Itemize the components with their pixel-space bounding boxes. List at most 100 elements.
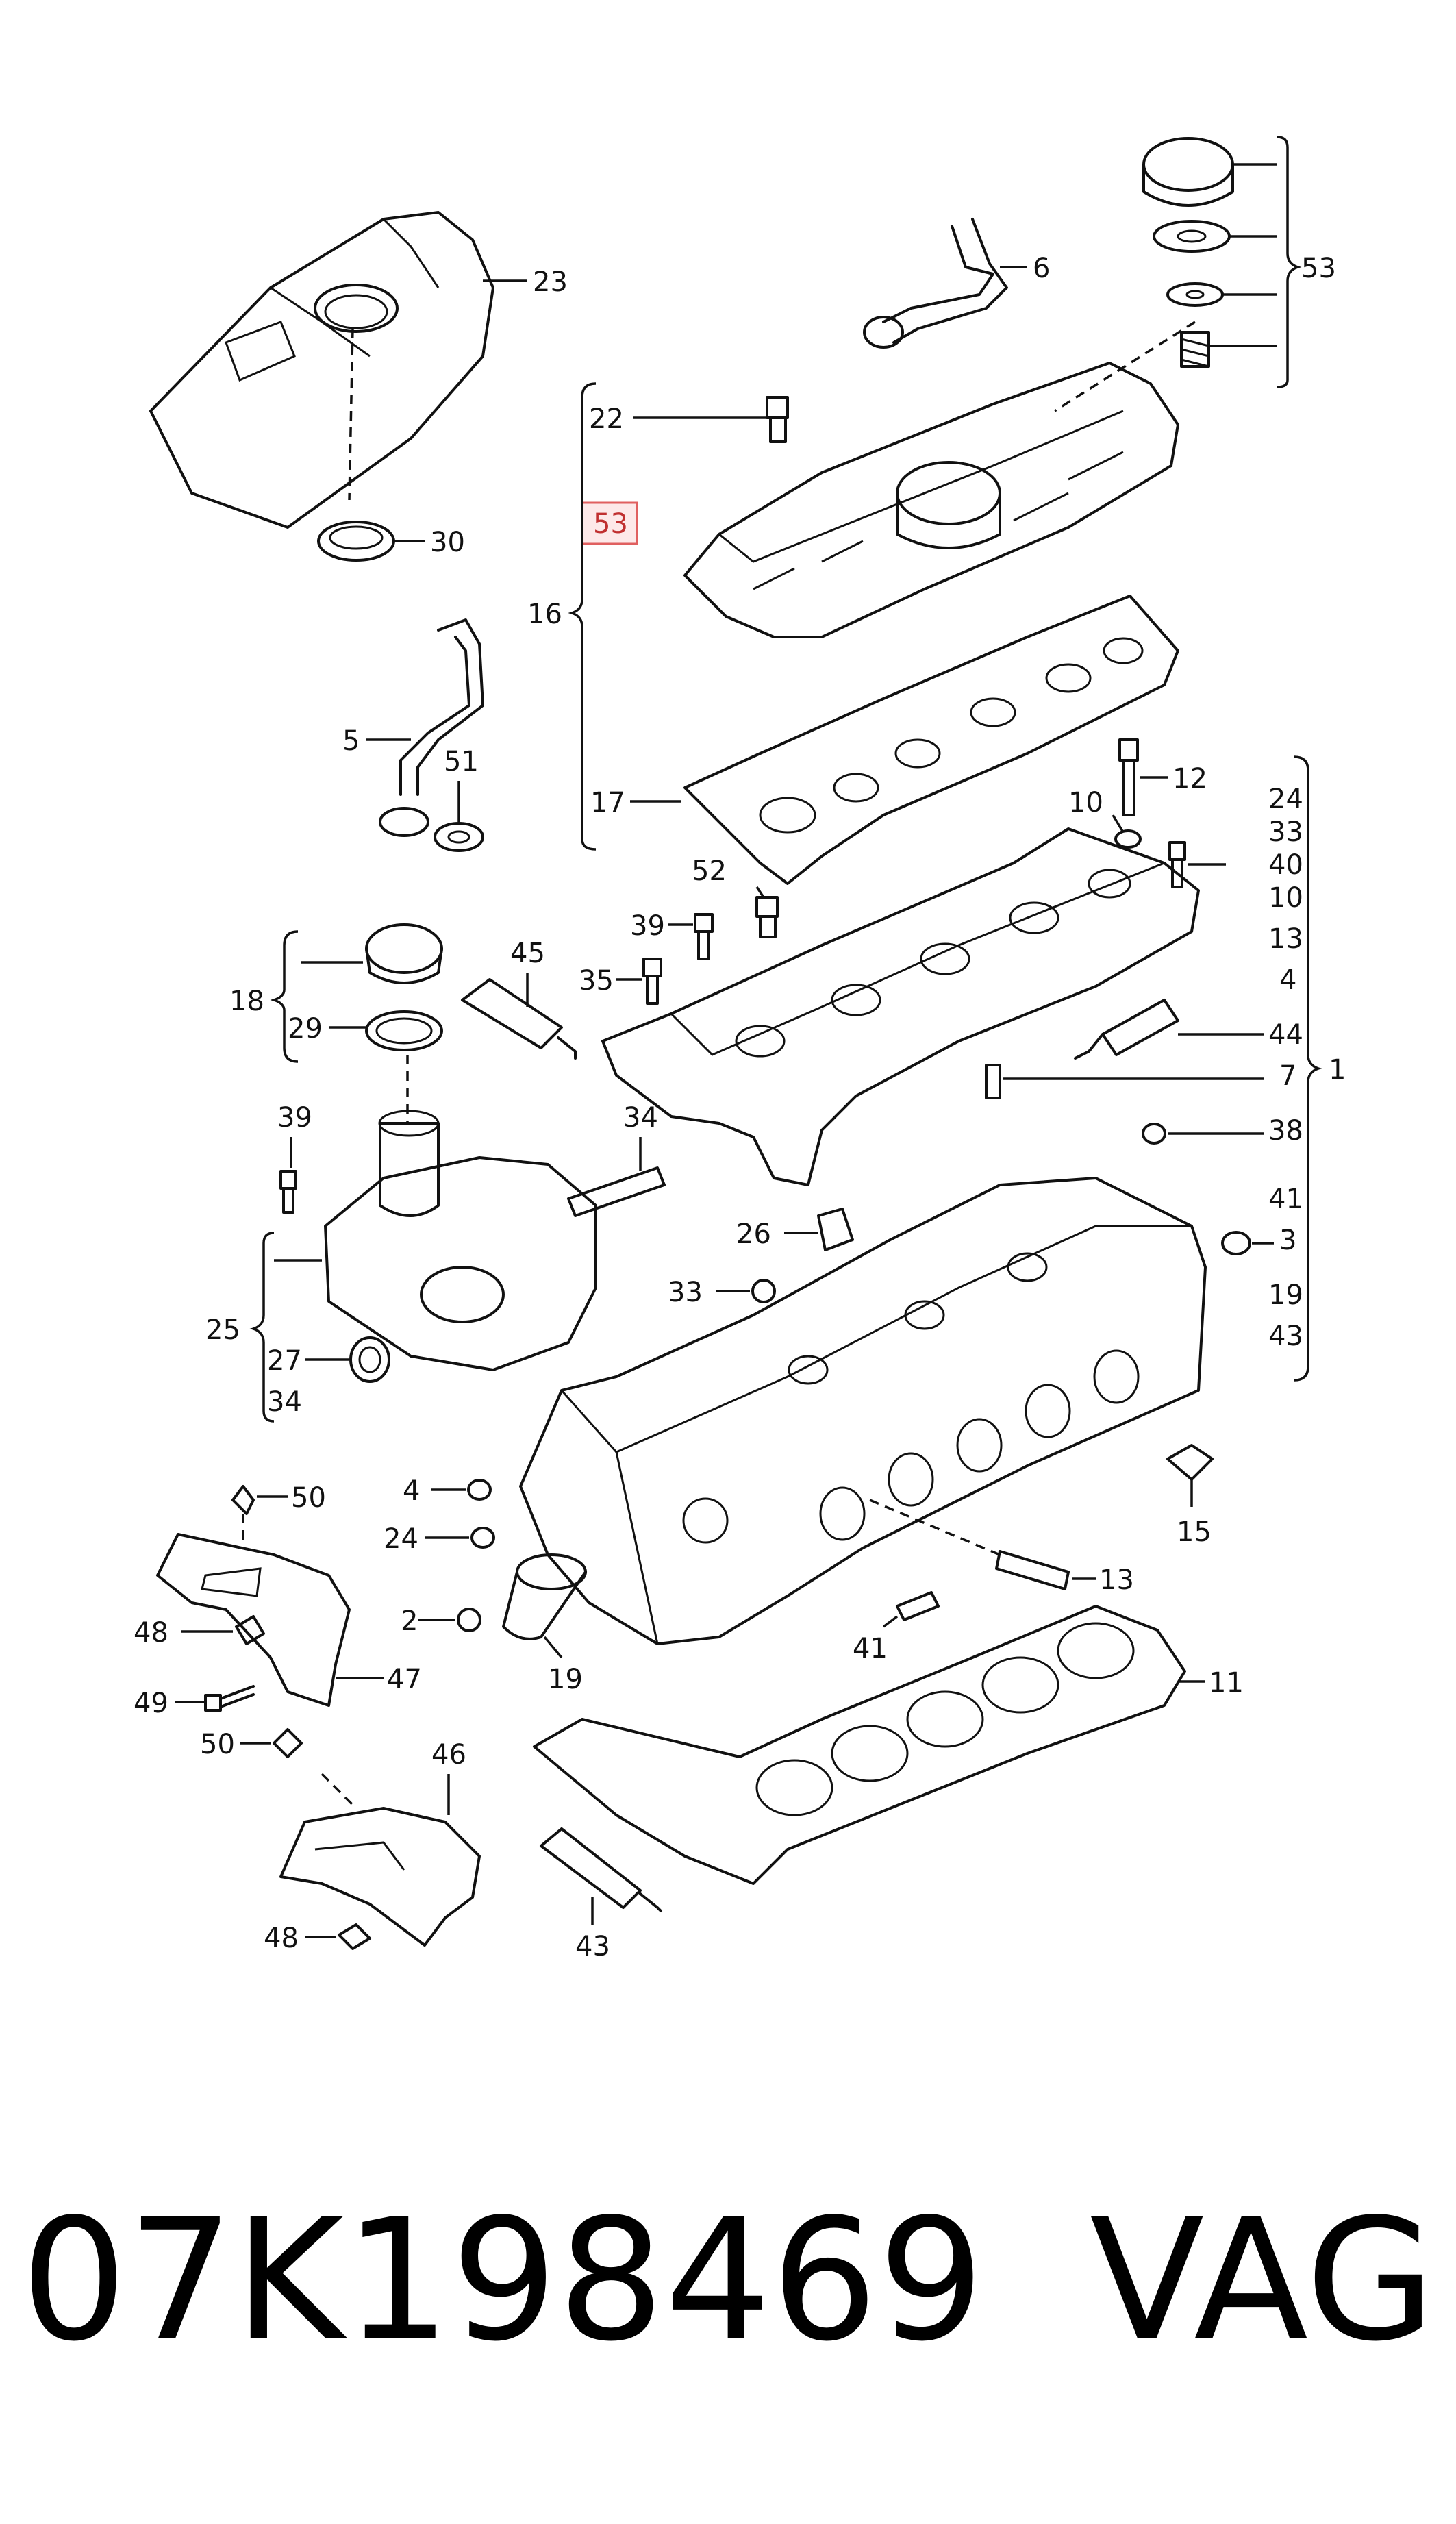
- bolt-part-35: [642, 958, 662, 1005]
- bolt-part-22: [766, 396, 789, 443]
- callout-47: 47: [387, 1664, 422, 1695]
- seal-part-4: [467, 1479, 492, 1501]
- callout-34-top: 34: [623, 1102, 658, 1134]
- callout-24-lower: 24: [384, 1523, 418, 1555]
- clip-part-15: [1166, 1444, 1214, 1481]
- stud-part-13: [995, 1550, 1070, 1590]
- bolt-part-39-top: [694, 913, 714, 960]
- callout-46: 46: [431, 1739, 466, 1771]
- washer-part-10: [1114, 829, 1142, 849]
- timing-cover-part-25: [324, 1110, 597, 1371]
- stud-part-41: [896, 1591, 940, 1621]
- brand: VAG: [1089, 2183, 1435, 2378]
- callout-7: 7: [1279, 1060, 1296, 1092]
- sealant-tube-part-43: [540, 1827, 662, 1912]
- callout-11: 11: [1209, 1667, 1244, 1699]
- callout-22: 22: [589, 403, 624, 435]
- dowel-part-7: [985, 1064, 1001, 1099]
- callout-3: 3: [1279, 1225, 1296, 1256]
- seal-part-27: [349, 1336, 390, 1383]
- plug-part-52: [755, 896, 779, 938]
- seal-part-51: [434, 822, 484, 852]
- bracket-part-26: [817, 1208, 854, 1251]
- highlight-53: 53: [581, 501, 638, 545]
- bracket-part-47: [156, 1514, 351, 1707]
- tappet-part-19: [502, 1553, 587, 1640]
- seal-part-29: [365, 1010, 443, 1051]
- engine-cover-part-23: [149, 211, 494, 529]
- bolt-part-39-lower: [279, 1170, 297, 1214]
- callout-51: 51: [444, 746, 479, 777]
- callout-2: 2: [401, 1605, 418, 1637]
- callout-48-lower: 48: [264, 1923, 299, 1954]
- callout-19-right: 19: [1268, 1279, 1303, 1311]
- callout-6: 6: [1033, 253, 1050, 284]
- callout-40: 40: [1268, 849, 1303, 881]
- breather-hose-part-6: [863, 218, 1008, 349]
- callout-45: 45: [510, 938, 545, 969]
- callout-4-right: 4: [1279, 964, 1296, 996]
- callout-34-lower: 34: [267, 1386, 302, 1418]
- callout-53: 53: [1301, 253, 1336, 284]
- callout-41-right: 41: [1268, 1184, 1303, 1215]
- bolt-part-49: [204, 1685, 255, 1712]
- callout-4-lower: 4: [403, 1475, 420, 1507]
- seal-part-30: [317, 521, 395, 562]
- stud-part-34-top: [567, 1166, 666, 1217]
- callout-29: 29: [288, 1013, 323, 1045]
- callout-39-lower: 39: [277, 1102, 312, 1134]
- bolt-part-40: [1168, 841, 1186, 888]
- callout-17: 17: [590, 787, 625, 819]
- callout-27: 27: [267, 1345, 302, 1377]
- highlight-label: 53: [593, 508, 628, 540]
- bracket-part-46: [279, 1773, 481, 1947]
- callout-1: 1: [1329, 1054, 1346, 1086]
- callout-35: 35: [579, 965, 614, 997]
- callout-12: 12: [1172, 763, 1207, 795]
- callout-26: 26: [736, 1219, 771, 1250]
- oil-separator-part-53: [1142, 137, 1277, 368]
- callout-48-top: 48: [134, 1617, 168, 1649]
- callout-38: 38: [1268, 1115, 1303, 1147]
- callout-50-top: 50: [291, 1482, 326, 1514]
- callout-13-right: 13: [1268, 923, 1303, 955]
- callout-15: 15: [1177, 1516, 1212, 1548]
- callout-52: 52: [692, 855, 727, 887]
- sealant-tube-part-45: [461, 978, 577, 1060]
- head-gasket-part-11: [533, 1605, 1186, 1885]
- callout-43-right: 43: [1268, 1321, 1303, 1352]
- cover-gasket-part-17: [683, 595, 1179, 885]
- callout-13-lower: 13: [1099, 1564, 1134, 1596]
- part-number: 07K198469: [21, 2183, 985, 2378]
- callout-18: 18: [229, 986, 264, 1017]
- seal-part-24: [470, 1527, 495, 1549]
- seal-part-2: [457, 1608, 481, 1632]
- sealant-tube-part-44: [1074, 999, 1179, 1060]
- callout-33-lower: 33: [668, 1277, 703, 1308]
- callout-5: 5: [342, 725, 360, 757]
- nut-part-48-top: [235, 1615, 265, 1645]
- clip-part-50-lower: [273, 1728, 303, 1758]
- clip-part-50-top: [231, 1485, 255, 1515]
- callout-41-lower: 41: [853, 1633, 888, 1664]
- camshaft-housing: [601, 827, 1200, 1186]
- callout-43-lower: 43: [575, 1931, 610, 1962]
- cylinder-head-cover: [683, 362, 1179, 638]
- nut-part-48-lower: [338, 1923, 371, 1950]
- callout-39-top: 39: [630, 910, 665, 942]
- callout-33-right: 33: [1268, 816, 1303, 848]
- callout-23: 23: [533, 266, 568, 298]
- filler-cap-part-18: [365, 923, 443, 984]
- callout-10-right: 10: [1268, 882, 1303, 914]
- callout-49: 49: [134, 1688, 168, 1719]
- cylinder-head: [519, 1177, 1207, 1645]
- callout-25: 25: [205, 1314, 240, 1346]
- callout-19-lower: 19: [548, 1664, 583, 1695]
- bolt-part-12: [1118, 738, 1139, 816]
- plug-part-38: [1142, 1123, 1166, 1145]
- callout-10-top: 10: [1068, 787, 1103, 819]
- callout-50-lower: 50: [200, 1729, 235, 1760]
- plug-part-3: [1221, 1231, 1251, 1255]
- plug-part-33: [751, 1279, 776, 1303]
